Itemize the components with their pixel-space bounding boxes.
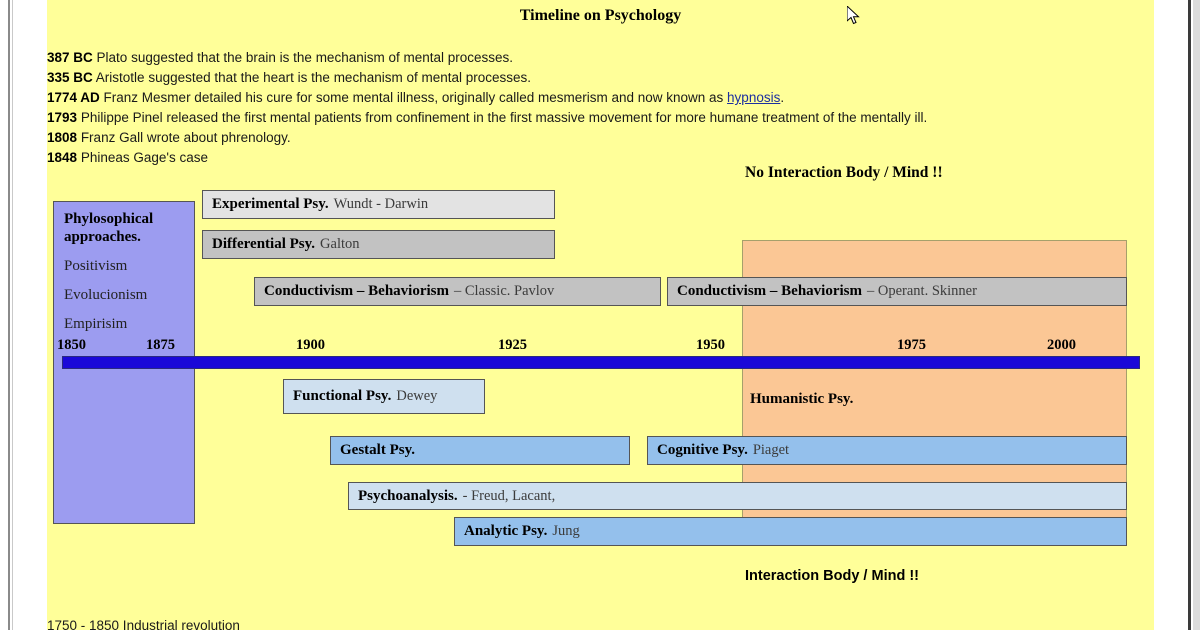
school-name: Gestalt Psy. <box>340 442 415 458</box>
list-item: 1793 Philippe Pinel released the first m… <box>47 108 1154 128</box>
event-text: Philippe Pinel released the first mental… <box>80 110 928 125</box>
philosophical-approaches-block: Phylosophical approaches. Positivism Evo… <box>53 201 195 524</box>
window-left-border-inner <box>12 0 13 630</box>
window-scrollbar-track[interactable] <box>1193 0 1200 630</box>
school-name: Conductivism – Behaviorism <box>677 283 863 299</box>
school-detail: - Freud, Lacant, <box>462 487 556 504</box>
school-detail: – Classic. Pavlov <box>454 283 555 299</box>
school-name: Cognitive Psy. <box>657 442 748 458</box>
school-name: Differential Psy. <box>212 236 316 252</box>
event-year: 335 BC <box>47 70 93 85</box>
school-detail: Piaget <box>752 442 790 458</box>
school-detail: Wundt - Darwin <box>333 196 429 212</box>
philo-item-empirisim: Empirisim <box>64 316 128 332</box>
document-page: Timeline on Psychology 387 BC Plato sugg… <box>47 0 1154 630</box>
school-box-differential-psy[interactable]: Differential Psy. Galton <box>202 230 555 259</box>
timeline-tick-1850: 1850 <box>57 337 86 353</box>
philo-item-evolucionism: Evolucionism <box>64 287 148 303</box>
event-text: Phineas Gage's case <box>80 150 208 165</box>
school-box-psychoanalysis[interactable]: Psychoanalysis. - Freud, Lacant, <box>348 482 1127 510</box>
era-label-humanistic-psy: Humanistic Psy. <box>750 391 854 407</box>
school-name: Psychoanalysis. <box>358 487 458 504</box>
event-text: Franz Mesmer detailed his cure for some … <box>103 90 728 105</box>
event-text: Plato suggested that the brain is the me… <box>96 50 514 65</box>
callout-interaction: Interaction Body / Mind !! <box>745 568 919 584</box>
philo-item-positivism: Positivism <box>64 258 128 274</box>
hypnosis-link[interactable]: hypnosis <box>727 90 781 105</box>
list-item: 335 BC Aristotle suggested that the hear… <box>47 68 1154 88</box>
event-year: 1848 <box>47 150 78 165</box>
list-item: 1774 AD Franz Mesmer detailed his cure f… <box>47 88 1154 108</box>
school-name: Conductivism – Behaviorism <box>264 283 450 299</box>
timeline-tick-1975: 1975 <box>897 337 926 353</box>
school-detail: Dewey <box>396 388 438 404</box>
event-year: 1793 <box>47 110 78 125</box>
list-item: 1848 Phineas Gage's case <box>47 148 1154 168</box>
timeline-axis-bar <box>62 356 1140 369</box>
page-title: Timeline on Psychology <box>519 7 682 24</box>
school-box-gestalt-psy[interactable]: Gestalt Psy. <box>330 436 630 465</box>
philo-title-line2: approaches. <box>64 229 141 245</box>
event-year: 1774 AD <box>47 90 100 105</box>
school-box-behaviorism-classic[interactable]: Conductivism – Behaviorism – Classic. Pa… <box>254 277 661 306</box>
event-year: 387 BC <box>47 50 93 65</box>
timeline-tick-1950: 1950 <box>696 337 725 353</box>
school-name: Experimental Psy. <box>212 196 329 212</box>
events-list: 387 BC Plato suggested that the brain is… <box>47 48 1154 168</box>
school-detail: Jung <box>552 523 580 539</box>
timeline-tick-2000: 2000 <box>1047 337 1076 353</box>
school-box-experimental-psy[interactable]: Experimental Psy. Wundt - Darwin <box>202 190 555 219</box>
school-detail: Galton <box>320 236 360 252</box>
event-text: Aristotle suggested that the heart is th… <box>95 70 532 85</box>
philo-title-line1: Phylosophical <box>64 211 154 227</box>
footer-note: 1750 - 1850 Industrial revolution <box>47 618 240 630</box>
list-item: 1808 Franz Gall wrote about phrenology. <box>47 128 1154 148</box>
list-item: 387 BC Plato suggested that the brain is… <box>47 48 1154 68</box>
school-box-behaviorism-operant[interactable]: Conductivism – Behaviorism – Operant. Sk… <box>667 277 1127 306</box>
school-name: Analytic Psy. <box>464 523 548 539</box>
event-text-after: . <box>780 90 785 105</box>
school-box-analytic-psy[interactable]: Analytic Psy. Jung <box>454 517 1127 546</box>
school-name: Functional Psy. <box>293 388 392 404</box>
window-left-border <box>8 0 10 630</box>
callout-no-interaction: No Interaction Body / Mind !! <box>745 164 943 181</box>
event-year: 1808 <box>47 130 78 145</box>
window-right-border <box>1188 0 1191 630</box>
mouse-cursor-icon <box>847 6 860 25</box>
school-detail: – Operant. Skinner <box>867 283 977 299</box>
event-text: Franz Gall wrote about phrenology. <box>80 130 291 145</box>
school-box-functional-psy[interactable]: Functional Psy. Dewey <box>283 379 485 414</box>
timeline-tick-1900: 1900 <box>296 337 325 353</box>
timeline-tick-1925: 1925 <box>498 337 527 353</box>
school-box-cognitive-psy[interactable]: Cognitive Psy. Piaget <box>647 436 1127 465</box>
timeline-tick-1875: 1875 <box>146 337 175 353</box>
